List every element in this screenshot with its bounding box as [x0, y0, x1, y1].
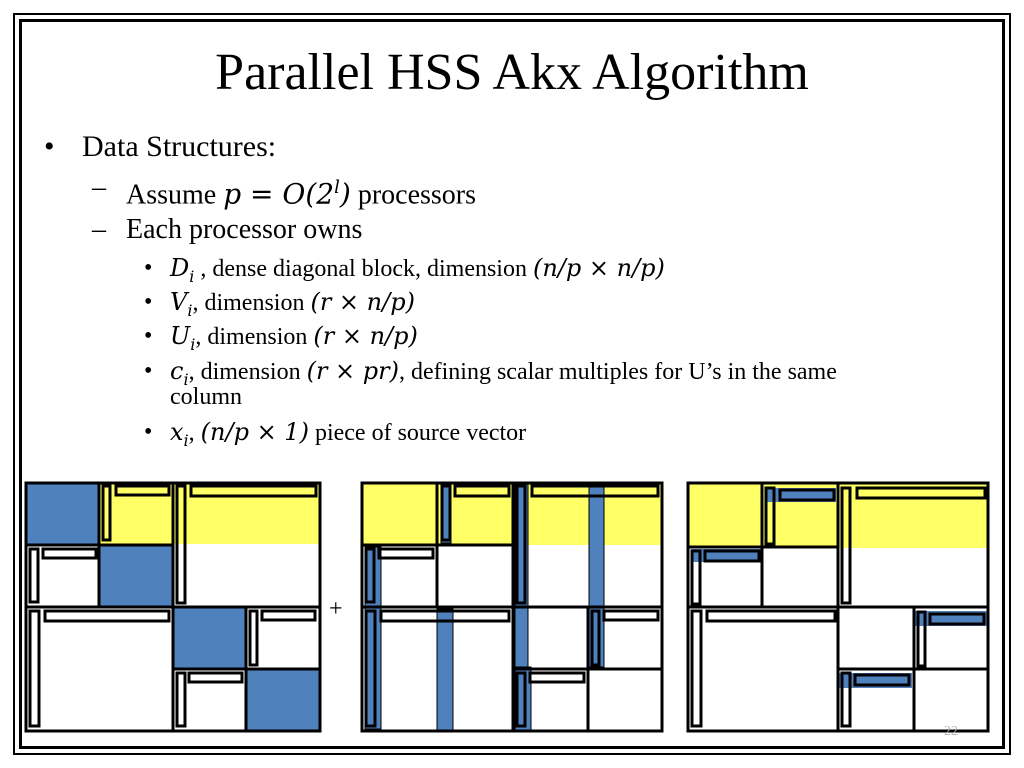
- item-v: • Vi, dimension (r × n/p): [144, 288, 415, 320]
- slide-title: Parallel HSS Akx Algorithm: [215, 44, 809, 101]
- bullet-assume: – Assume p = O(2l) processors: [92, 172, 477, 211]
- bullet-label: Data Structures:: [82, 130, 277, 163]
- item-d: • Di , dense diagonal block, dimension (…: [144, 254, 665, 286]
- hss-diagram-diagonal-blocks: [24, 481, 322, 733]
- hss-diagram-v-blocks: [360, 481, 664, 733]
- dash: –: [92, 214, 106, 245]
- page-number: 22: [944, 724, 958, 739]
- bullet-data-structures: • Data Structures:: [44, 130, 276, 164]
- item-c: • ci, dimension (r × pr), defining scala…: [144, 357, 837, 410]
- item-u: • Ui, dimension (r × n/p): [144, 322, 418, 354]
- hss-diagram-u-blocks: [686, 481, 990, 733]
- item-x: • xi, (n/p × 1) piece of source vector: [144, 418, 527, 450]
- item-c-continuation: column: [170, 384, 242, 410]
- bullet-dot: •: [44, 130, 55, 163]
- plus-operator: +: [329, 596, 343, 622]
- slide-inner-border: [19, 19, 1005, 749]
- slide-outer-border: [13, 13, 1011, 755]
- bullet-each-processor: – Each processor owns: [92, 214, 363, 245]
- dash: –: [92, 172, 106, 203]
